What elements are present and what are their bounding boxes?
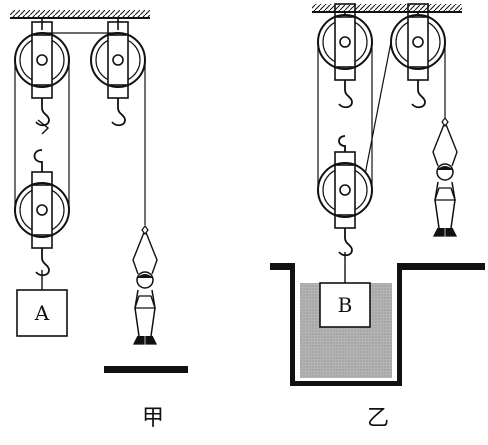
ground-jia (104, 366, 188, 373)
hook-fixed-right-yi (411, 79, 426, 109)
ceiling-yi (312, 4, 462, 12)
caption-yi: 乙 (367, 406, 390, 431)
load-box-b (319, 282, 371, 328)
hook-fixed-left-yi (338, 79, 353, 109)
rope-jia (14, 32, 146, 225)
load-box-a (16, 289, 68, 337)
ceiling-jia (10, 10, 150, 18)
hook-fixed-right-jia (111, 97, 126, 127)
pulley-fixed-left-yi (317, 3, 373, 81)
pulley-movable-yi (317, 151, 373, 229)
diagram-jia: A (10, 10, 188, 373)
pulley-fixed-right-yi (390, 3, 446, 81)
rope-yi (317, 15, 446, 191)
load-label-b: B (338, 293, 353, 317)
hook-movable-yi (338, 227, 353, 257)
pulley-movable-jia (14, 171, 70, 249)
tank-wall (270, 263, 485, 386)
hook-fixed-left-jia (35, 97, 50, 127)
caption-jia: 甲 (142, 406, 165, 431)
person-jia (132, 225, 158, 345)
diagram-yi: B (270, 3, 485, 386)
person-yi (432, 117, 458, 237)
load-label-a: A (34, 301, 50, 325)
